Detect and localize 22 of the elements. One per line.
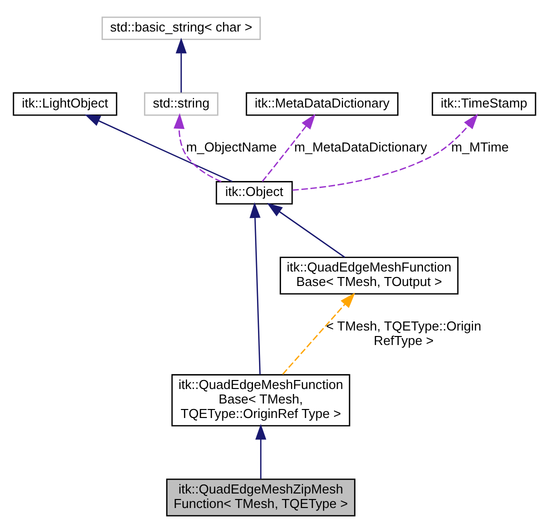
edge-label: m_MTime [451, 139, 509, 154]
arrow [174, 112, 222, 182]
arrow [292, 113, 478, 190]
arrow [176, 37, 187, 92]
node-box: itk::MetaDataDictionary [246, 92, 398, 116]
edge-label: m_MetaDataDictionary [294, 139, 427, 154]
node-box: itk::QuadEdgeMeshFunction Base< TMesh, TOutput > [280, 256, 459, 294]
edge-label: m_ObjectName [186, 139, 277, 154]
node-box: itk::TimeStamp [432, 92, 536, 116]
node-box: itk::QuadEdgeMeshZipMesh Function< TMesh, TQEType > [166, 478, 356, 516]
arrow [84, 114, 233, 182]
node-box: itk::Object [216, 180, 293, 204]
arrow [262, 113, 316, 182]
node-box: std::basic_string< char > [102, 16, 261, 40]
arrow [255, 423, 266, 478]
arrow [266, 202, 346, 258]
node-box: itk::LightObject [12, 92, 118, 116]
arrow [250, 202, 261, 374]
arrow [282, 292, 356, 374]
node-box: itk::QuadEdgeMeshFunction Base< TMesh, TQEType::OriginRef Type > [171, 374, 350, 426]
edge-label: < TMesh, TQEType::Origin RefType > [326, 318, 482, 348]
node-box: std::string [144, 92, 218, 116]
